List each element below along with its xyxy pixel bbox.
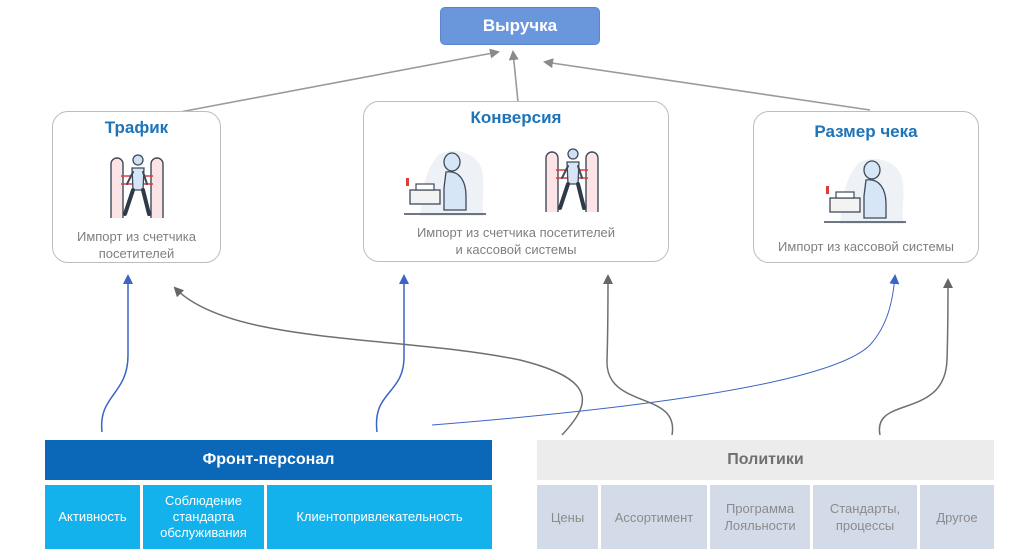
- arrow-policy-to-conversion: [602, 274, 674, 436]
- front-item-service-standard: Соблюдение стандарта обслуживания: [143, 485, 264, 549]
- front-staff-title: Фронт-персонал: [202, 451, 335, 468]
- policy-item-prices: Цены: [537, 485, 598, 549]
- check-size-title: Размер чека: [814, 122, 918, 141]
- front-staff-header: Фронт-персонал: [45, 440, 492, 480]
- check-size-card: Размер чека Импорт из кассовой системы: [753, 111, 979, 263]
- arrow-traffic-to-revenue: [179, 48, 500, 113]
- policies-header: Политики: [537, 440, 994, 480]
- people-counter-icon: [110, 154, 164, 218]
- arrow-front-to-traffic: [100, 274, 133, 433]
- check-size-description: Импорт из кассовой системы: [778, 239, 954, 254]
- arrow-policy-to-traffic: [173, 286, 583, 436]
- traffic-card: Трафик Импорт из счетчика посетителей: [52, 111, 221, 263]
- policy-item-loyalty: Программа Лояльности: [710, 485, 810, 549]
- traffic-description: Импорт из счетчика посетителей: [76, 229, 196, 261]
- policies-title: Политики: [727, 451, 804, 468]
- policy-item-assortment: Ассортимент: [601, 485, 707, 549]
- cashier-icon: [824, 158, 906, 224]
- front-item-attractiveness: Клиентопривлекательность: [267, 485, 492, 549]
- revenue-box: Выручка: [440, 7, 600, 45]
- traffic-title: Трафик: [104, 118, 169, 137]
- conversion-card: Конверсия Импорт из счетчика посетителей…: [363, 101, 669, 262]
- policy-item-other: Другое: [920, 485, 994, 549]
- arrow-front-to-conversion: [375, 274, 409, 433]
- front-staff-items: Активность Соблюдение стандарта обслужив…: [45, 485, 492, 549]
- arrow-conversion-to-revenue: [508, 50, 519, 103]
- policies-items: Цены Ассортимент Программа Лояльности Ст…: [537, 485, 994, 549]
- conversion-description: Импорт из счетчика посетителей и кассово…: [416, 225, 616, 257]
- policy-item-standards: Стандарты, процессы: [813, 485, 917, 549]
- people-counter-icon: [545, 148, 599, 212]
- revenue-label: Выручка: [482, 16, 558, 35]
- arrow-check-to-revenue: [543, 58, 871, 111]
- arrow-front-to-check: [431, 274, 900, 426]
- conversion-title: Конверсия: [470, 108, 562, 127]
- arrow-policy-to-check: [878, 278, 953, 436]
- front-item-activity: Активность: [45, 485, 140, 549]
- cashier-icon: [404, 150, 486, 216]
